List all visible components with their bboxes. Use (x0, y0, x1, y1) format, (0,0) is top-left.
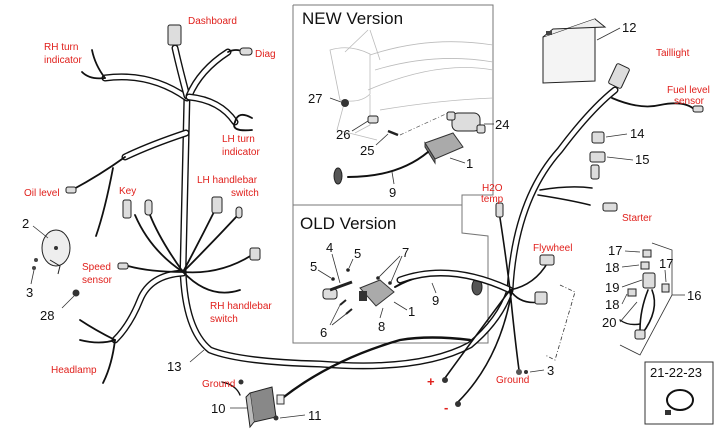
thin-wires (71, 49, 696, 403)
main-harness-13 (101, 44, 619, 370)
part-12-battery (542, 18, 607, 84)
part-number-8: 8 (378, 319, 385, 334)
part-number-9-new: 9 (389, 185, 396, 200)
part-24-mount (446, 111, 486, 134)
part-number-10: 10 (211, 401, 225, 416)
label-diag: Diag (255, 49, 276, 60)
old-version-inset: OLD Version 4 5 5 6 7 8 1 (292, 204, 489, 344)
part-27-nut (341, 99, 349, 107)
connectors (65, 24, 704, 407)
part-10-regulator (245, 386, 285, 429)
part-number-11: 11 (308, 408, 322, 423)
part-number-7: 7 (402, 245, 409, 260)
label-ground-left: Ground (202, 379, 235, 390)
h2o-temp-connector (495, 202, 504, 218)
label-oil-level: Oil level (24, 188, 60, 199)
part-number-13: 13 (167, 359, 181, 374)
clamp-icon (666, 389, 694, 411)
part-number-9-old: 9 (432, 293, 439, 308)
part-2-horn (41, 229, 71, 275)
part-number-27: 27 (308, 91, 322, 106)
part-number-3-left: 3 (26, 285, 33, 300)
label-battery-negative: - (444, 400, 448, 415)
part-number-26: 26 (336, 127, 350, 142)
clamp-box: 21-22-23 (644, 361, 714, 425)
part-number-5b: 5 (354, 246, 361, 261)
part-number-2: 2 (22, 216, 29, 231)
label-fuel-level-1: Fuel level (667, 85, 710, 96)
part-number-16: 16 (687, 288, 701, 303)
label-rh-turn-1: RH turn (44, 42, 78, 53)
label-rh-turn-2: indicator (44, 55, 82, 66)
label-fuel-level-2: sensor (674, 96, 705, 107)
part-number-24: 24 (495, 117, 509, 132)
part-number-5a: 5 (310, 259, 317, 274)
key-connector (122, 199, 132, 219)
part-number-20: 20 (602, 315, 616, 330)
part-15-relay-holder (589, 151, 606, 163)
label-lh-handlebar-1: LH handlebar (197, 175, 258, 186)
starter-connector (602, 202, 618, 212)
part-19-connector (642, 272, 656, 289)
flywheel-connector (539, 254, 555, 266)
label-headlamp: Headlamp (51, 365, 97, 376)
part-number-1-new: 1 (466, 156, 473, 171)
spark-plug-cap-new (333, 167, 343, 185)
new-version-inset: NEW Version 27 26 25 24 (292, 4, 509, 206)
part-28-nut (72, 289, 80, 297)
label-flywheel: Flywheel (533, 243, 572, 254)
label-h2o-temp-1: H2O (482, 183, 503, 194)
part-number-19: 19 (605, 280, 619, 295)
label-lh-handlebar-2: switch (231, 188, 259, 199)
part-number-15: 15 (635, 152, 649, 167)
label-lh-turn-2: indicator (222, 147, 260, 158)
label-taillight: Taillight (656, 48, 690, 59)
part-number-12: 12 (622, 20, 636, 35)
part-1-coil-old (359, 279, 395, 307)
clamp-box-title: 21-22-23 (650, 365, 702, 380)
part-number-17b: 17 (659, 256, 673, 271)
connector-labels: Dashboard Diag RH turn indicator LH turn… (24, 16, 710, 415)
label-dashboard: Dashboard (188, 16, 237, 27)
oil-level-connector (65, 186, 77, 194)
part-1-coil-new (424, 132, 464, 165)
label-starter: Starter (622, 213, 653, 224)
part-number-14: 14 (630, 126, 644, 141)
label-rh-handlebar-1: RH handlebar (210, 301, 272, 312)
label-lh-turn-1: LH turn (222, 134, 255, 145)
part-number-25: 25 (360, 143, 374, 158)
label-h2o-temp-2: temp (481, 194, 504, 205)
part-number-18b: 18 (605, 297, 619, 312)
taillight-connector (608, 63, 630, 89)
fuel-level-connector (692, 105, 704, 113)
label-rh-handlebar-2: switch (210, 314, 238, 325)
part-number-28: 28 (40, 308, 54, 323)
rh-handlebar-connector (249, 247, 261, 261)
part-number-6: 6 (320, 325, 327, 340)
part-4-bracket (322, 280, 353, 300)
old-version-title: OLD Version (300, 214, 396, 233)
part-25-screw (387, 129, 399, 137)
label-speed-sensor-1: Speed (82, 262, 111, 273)
part-number-3-right: 3 (547, 363, 554, 378)
part-number-17a: 17 (608, 243, 622, 258)
part-14-relay (591, 131, 605, 144)
new-version-title: NEW Version (302, 9, 403, 28)
diag-connector (239, 47, 253, 56)
label-key: Key (119, 186, 136, 197)
label-speed-sensor-2: sensor (82, 275, 113, 286)
part-number-18a: 18 (605, 260, 619, 275)
part-number-1-old: 1 (408, 304, 415, 319)
lh-handlebar-connector (211, 196, 223, 214)
label-ground-right: Ground (496, 375, 529, 386)
label-battery-positive: + (427, 374, 435, 389)
dashboard-connector (167, 24, 182, 46)
part-number-4: 4 (326, 240, 333, 255)
part-26-spacer (367, 115, 379, 124)
